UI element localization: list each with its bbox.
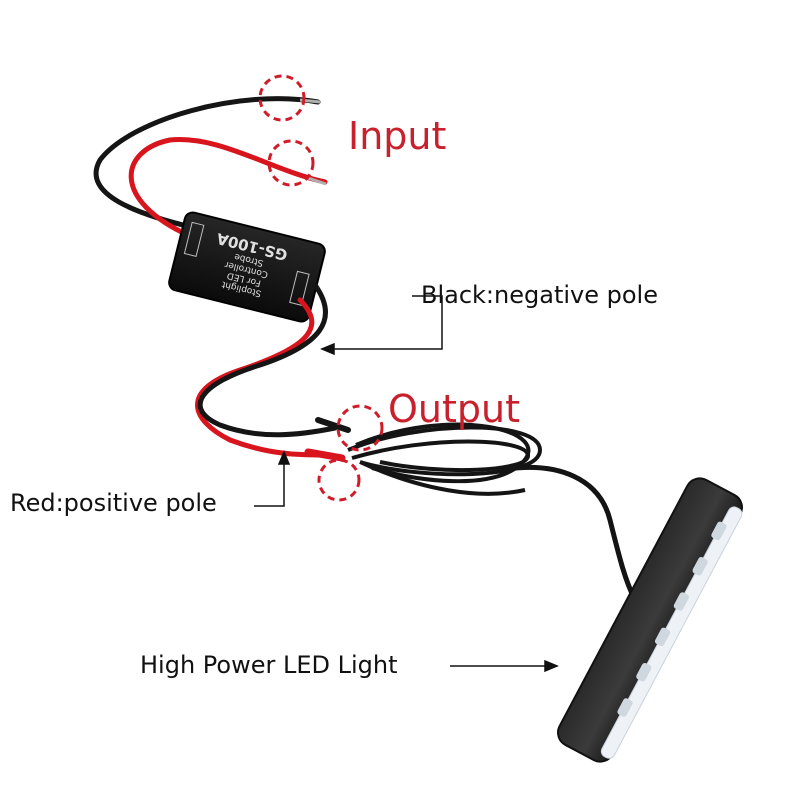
middle-wires	[195, 282, 351, 462]
output-markers	[317, 404, 384, 502]
led-light	[557, 477, 743, 763]
input-red-tip	[307, 176, 327, 186]
callout-lines	[254, 295, 559, 673]
controller-box: GS-100A Strobe Controller For LED Stopli…	[168, 211, 326, 323]
red-callout-line	[254, 458, 285, 507]
input-markers	[258, 74, 315, 187]
led-cable-coil	[347, 422, 638, 602]
output-label: Output	[388, 387, 520, 431]
output-red-terminal	[304, 448, 346, 462]
output-black-marker	[336, 404, 384, 452]
led-callout-arrow	[544, 659, 559, 673]
red-positive-pole-label: Red:positive pole	[10, 489, 217, 517]
input-label: Input	[348, 114, 447, 158]
middle-black-wire	[197, 282, 338, 438]
black-callout-arrow	[320, 342, 335, 356]
black-negative-pole-label: Black:negative pole	[421, 281, 658, 309]
input-black-marker	[258, 74, 306, 122]
input-black-wire	[93, 96, 321, 231]
output-black-terminal	[315, 417, 351, 433]
middle-red-wire	[195, 297, 328, 458]
red-callout-arrow	[277, 450, 291, 465]
input-red-marker	[267, 139, 315, 187]
output-red-marker	[317, 458, 361, 502]
input-red-wire	[128, 137, 328, 239]
black-callout-line	[328, 295, 443, 350]
led-light-label: High Power LED Light	[140, 651, 398, 679]
